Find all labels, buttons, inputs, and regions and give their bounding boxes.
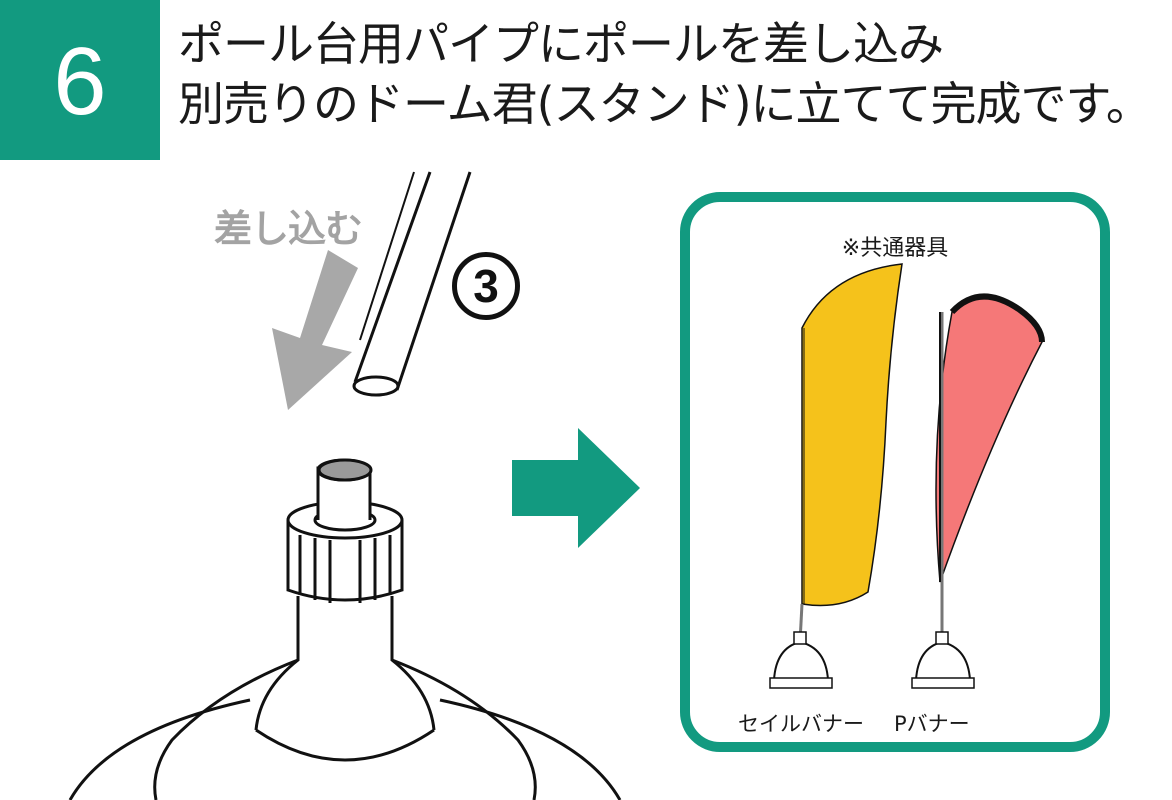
- banners-illustration: [769, 263, 1045, 689]
- step-number: 6: [53, 28, 107, 135]
- p-banner-label: Pバナー: [894, 712, 970, 736]
- step-marker-3: 3: [452, 252, 520, 320]
- step-marker-number: 3: [473, 260, 499, 312]
- result-panel: ※共通器具 セイルバナー Pバナー: [680, 192, 1110, 752]
- next-arrow-icon: [512, 428, 640, 548]
- panel-note: ※共通器具: [841, 236, 949, 261]
- step-badge: 6: [0, 0, 160, 160]
- sail-banner: [769, 263, 903, 689]
- page-title: ポール台用パイプにポールを差し込み 別売りのドーム君(スタンド)に立てて完成です…: [178, 14, 1168, 134]
- sail-banner-label: セイルバナー: [738, 712, 864, 736]
- p-banner: [911, 293, 1045, 689]
- title-line-1: ポール台用パイプにポールを差し込み: [178, 17, 944, 71]
- dome-stand: [68, 458, 622, 800]
- title-line-2: 別売りのドーム君(スタンド)に立てて完成です。: [178, 77, 1152, 131]
- pole: [352, 171, 472, 397]
- insert-arrow-icon: [272, 250, 358, 410]
- insert-label: 差し込む: [214, 207, 363, 251]
